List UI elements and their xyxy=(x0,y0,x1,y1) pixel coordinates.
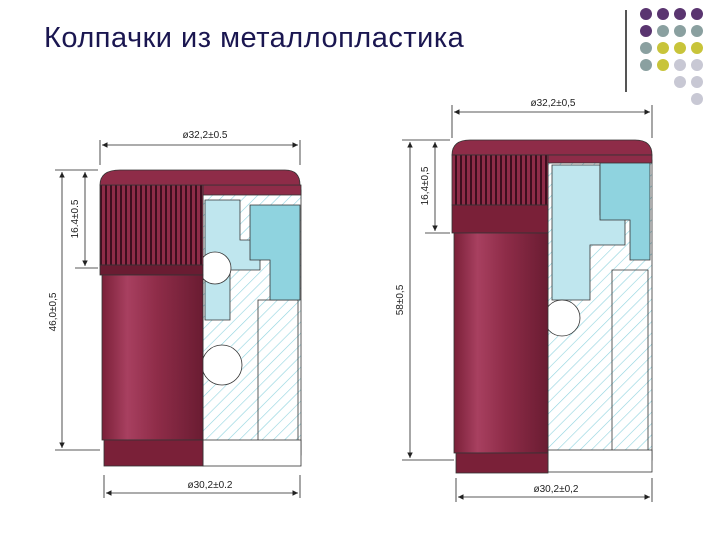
dot xyxy=(657,42,669,54)
slide-title: Колпачки из металлопластика xyxy=(44,22,465,54)
left-cap-lower-ball xyxy=(201,344,243,386)
dot xyxy=(674,59,686,71)
right-cap-body xyxy=(453,232,549,454)
left-height-top-label: 16.4±0.5 xyxy=(70,199,81,238)
left-cap-seal xyxy=(249,204,301,301)
left-cap-top-rim xyxy=(202,184,302,196)
right-cap-knurled-band xyxy=(451,154,549,206)
dot xyxy=(657,25,669,37)
left-cap-sleeve-section xyxy=(257,299,299,451)
left-cap-inner-part xyxy=(204,199,261,321)
dot xyxy=(674,76,686,88)
right-cap-neck xyxy=(451,204,549,234)
right-bottom-diameter-label: ø30,2±0,2 xyxy=(534,484,579,495)
right-cap-valve-ball xyxy=(543,299,581,337)
left-cap-body xyxy=(101,274,204,441)
right-height-top-label: 16,4±0,5 xyxy=(420,166,431,205)
left-cap-base-section xyxy=(202,439,302,467)
dot xyxy=(674,42,686,54)
left-cap-knurled-band xyxy=(99,184,204,266)
dot xyxy=(640,8,652,20)
dot xyxy=(691,42,703,54)
right-cap-top-rim xyxy=(547,154,653,164)
dot xyxy=(691,93,703,105)
right-height-total-label: 58±0,5 xyxy=(395,284,406,315)
dot xyxy=(640,59,652,71)
dot xyxy=(640,42,652,54)
dot xyxy=(674,8,686,20)
left-cap-drawing: ø32,2±0.5 ø30,2±0.2 16.4±0.5 46,0±0,5 xyxy=(48,130,302,498)
dot xyxy=(640,25,652,37)
left-bottom-diameter-label: ø30,2±0.2 xyxy=(188,480,233,491)
dot xyxy=(691,8,703,20)
dot xyxy=(674,25,686,37)
left-cap-top xyxy=(99,169,301,186)
right-cap-base-section xyxy=(547,449,653,473)
decorative-divider xyxy=(625,10,627,92)
dot xyxy=(691,76,703,88)
left-cap-valve-ball xyxy=(198,251,232,285)
right-cap-top xyxy=(451,139,653,156)
left-cap-bottom-band xyxy=(103,439,204,467)
right-cap-drawing: ø32,2±0,5 ø30,2±0,2 16,4±0,5 58±0,5 xyxy=(395,98,653,502)
left-cap-neck xyxy=(99,264,204,276)
left-height-total-label: 46,0±0,5 xyxy=(48,292,59,331)
dot xyxy=(657,8,669,20)
dot xyxy=(657,59,669,71)
dot xyxy=(691,59,703,71)
right-cap-sleeve-section xyxy=(611,269,649,456)
right-top-diameter-label: ø32,2±0,5 xyxy=(531,98,576,109)
left-top-diameter-label: ø32,2±0.5 xyxy=(183,130,228,141)
dot xyxy=(691,25,703,37)
right-cap-bottom-band xyxy=(455,452,549,474)
